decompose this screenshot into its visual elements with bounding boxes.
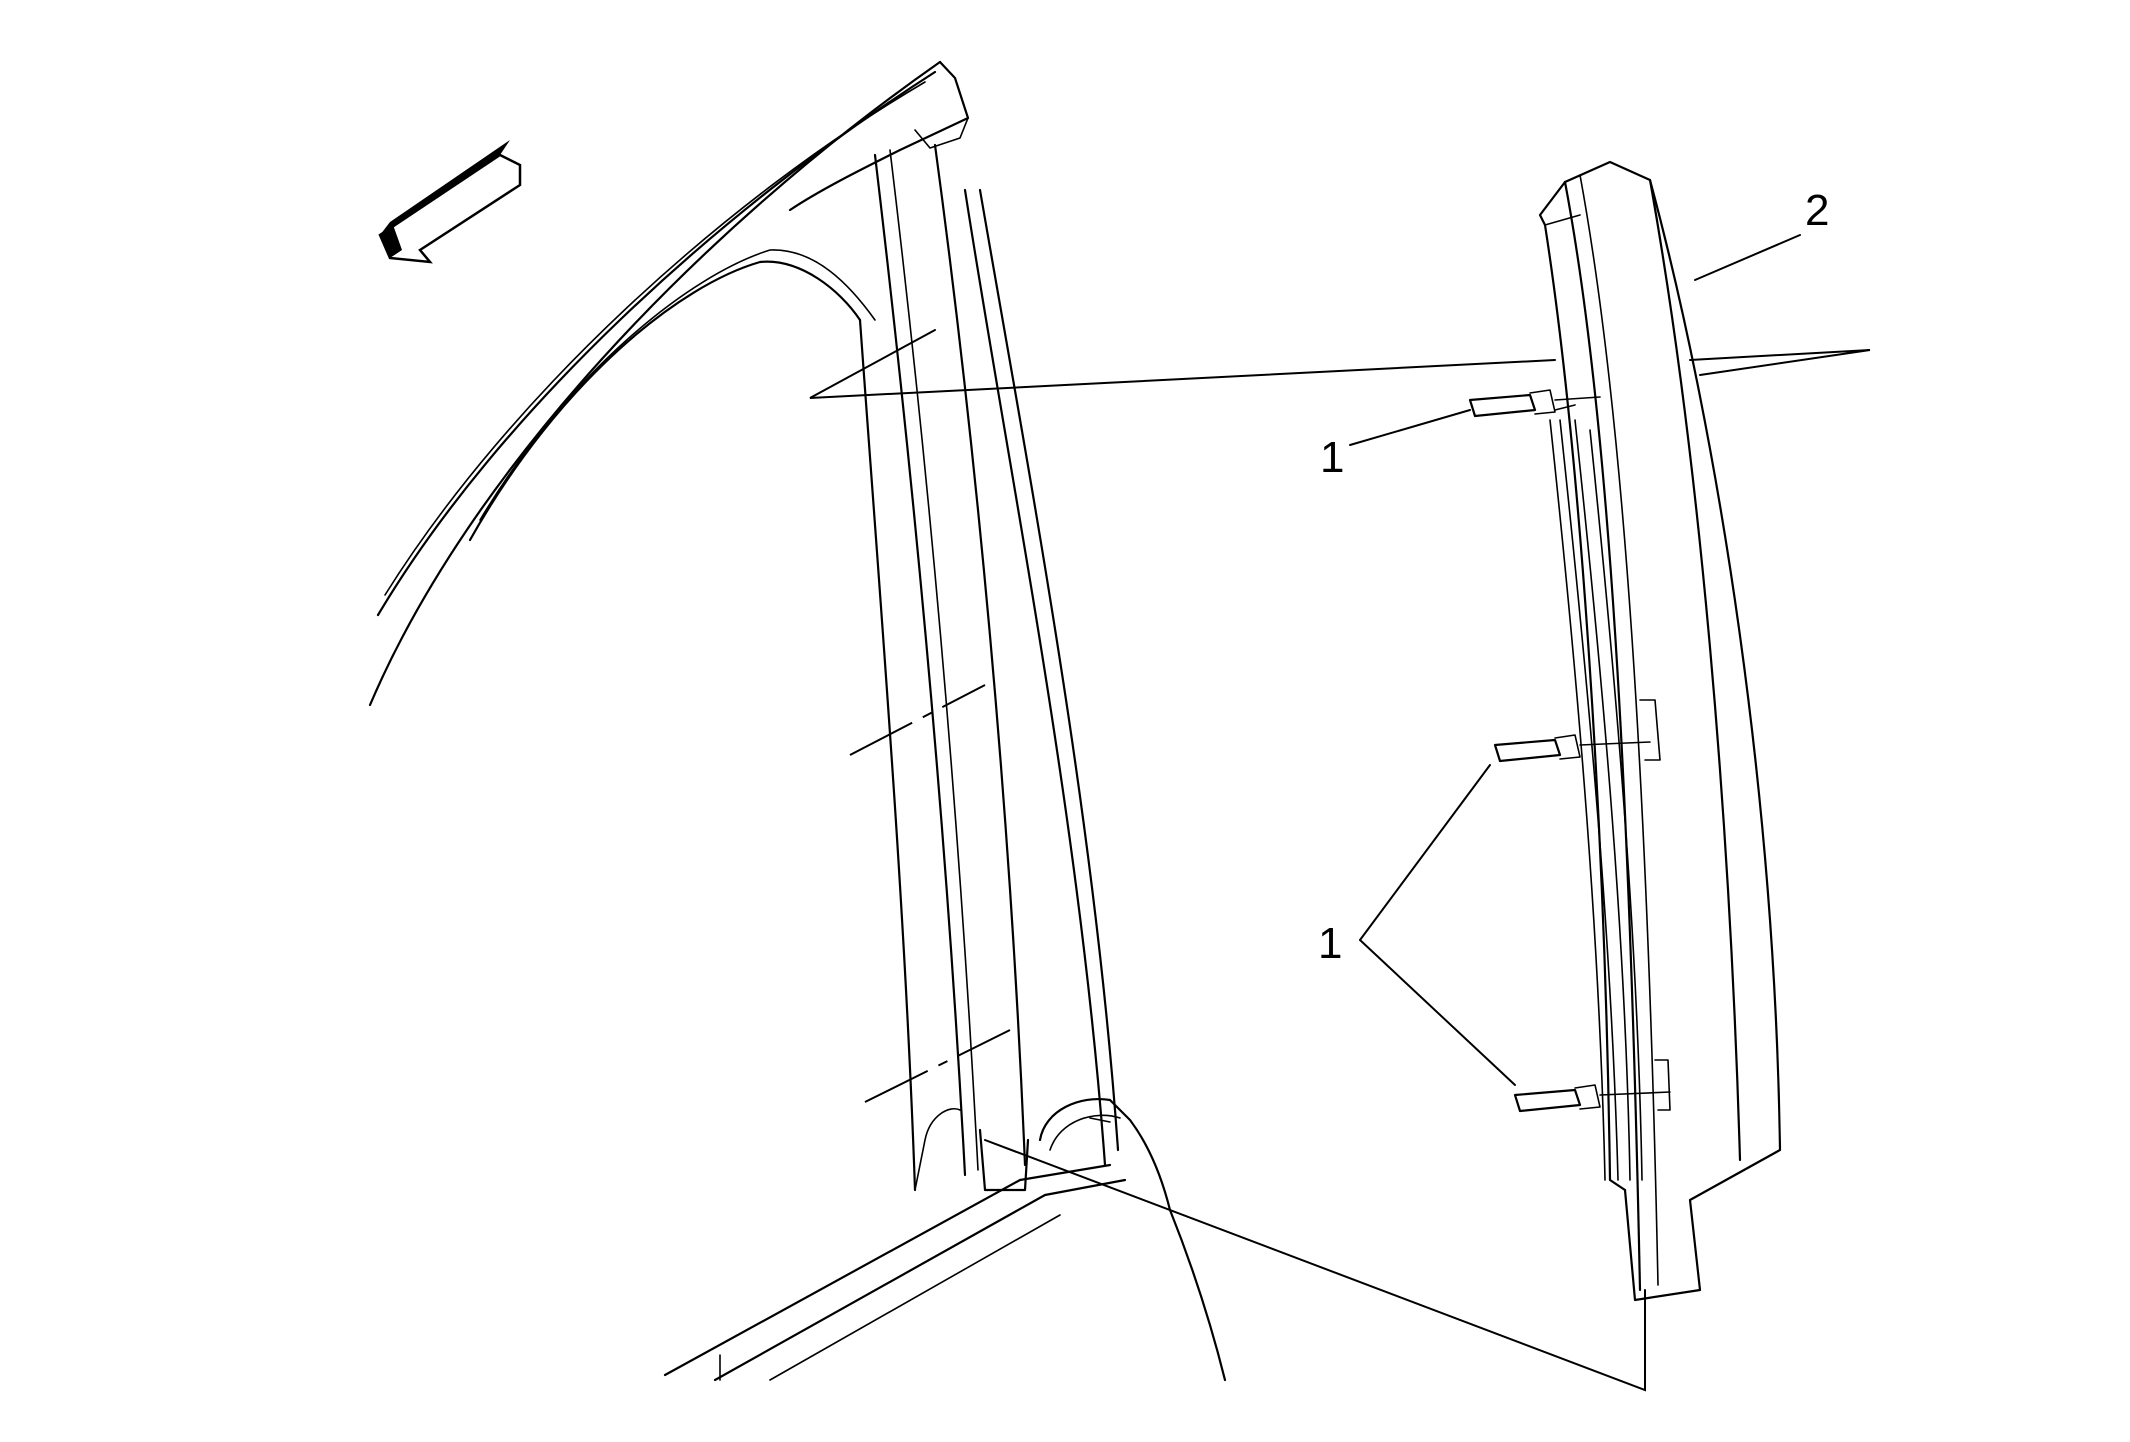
- alignment-lines: [809, 329, 1871, 1392]
- fastener-upper: [1468, 389, 1601, 418]
- fastener-lower: [1513, 1084, 1671, 1113]
- callout-1-lower: 1: [1318, 919, 1342, 968]
- rocker-sill: [663, 1163, 1127, 1382]
- door-frame: [368, 60, 970, 707]
- applique-panel: [1538, 160, 1782, 1302]
- callout-2: 2: [1805, 186, 1829, 235]
- callout-1-upper: 1: [1320, 433, 1344, 482]
- pillar-channel: [858, 143, 1227, 1382]
- fastener-middle: [1493, 734, 1651, 763]
- front-direction-arrow-icon: [378, 140, 522, 264]
- callout-leaders: [1349, 234, 1801, 1086]
